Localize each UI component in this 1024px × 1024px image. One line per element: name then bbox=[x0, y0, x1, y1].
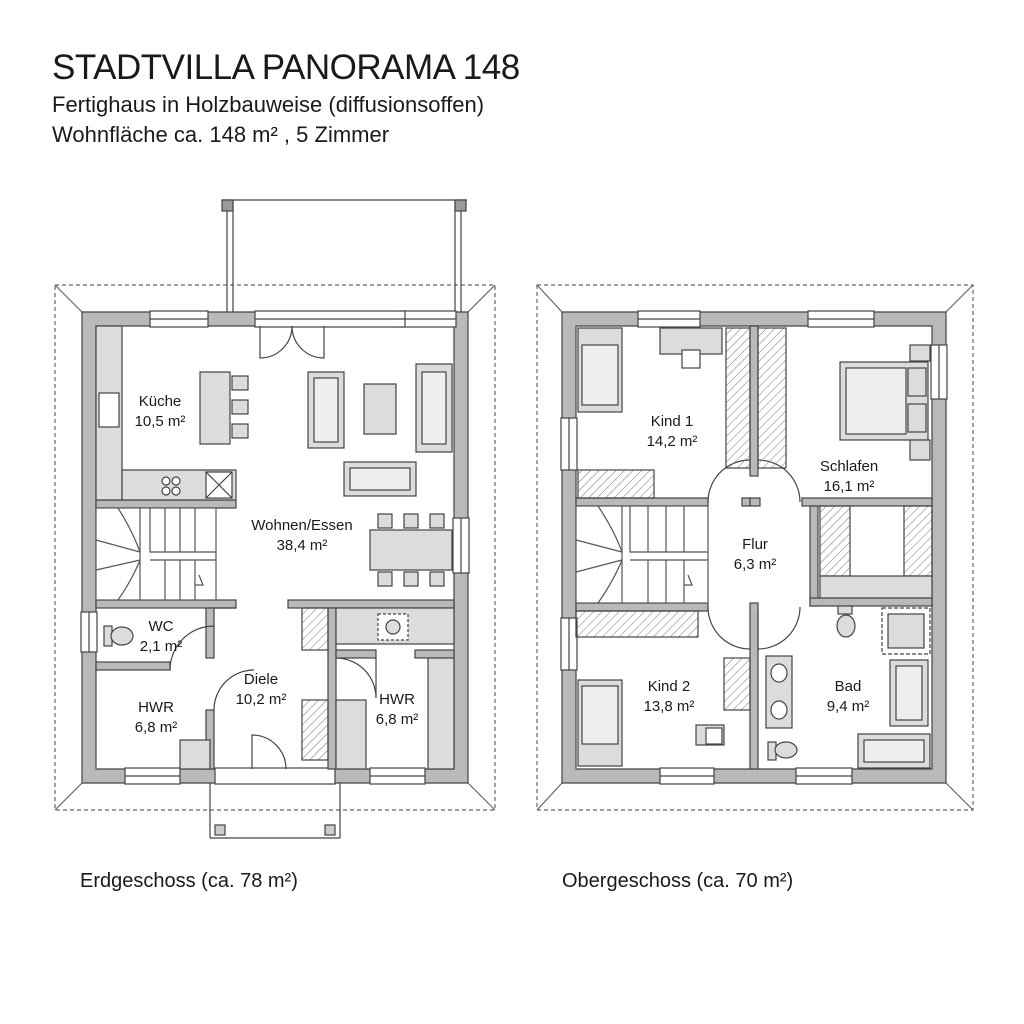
room-area-hwr-right: 6,8 m² bbox=[376, 711, 419, 728]
hwr-left-furniture bbox=[179, 739, 211, 770]
entrance-porch bbox=[209, 783, 341, 839]
room-area-hwr-left: 6,8 m² bbox=[135, 719, 178, 736]
room-name-diele: Diele bbox=[244, 671, 278, 688]
room-area-diele: 10,2 m² bbox=[236, 691, 287, 708]
room-area-flur: 6,3 m² bbox=[734, 556, 777, 573]
room-name-kind2: Kind 2 bbox=[648, 678, 691, 695]
caption-obergeschoss: Obergeschoss (ca. 70 m²) bbox=[562, 870, 794, 892]
room-area-kind2: 13,8 m² bbox=[644, 698, 695, 715]
room-area-kind1: 14,2 m² bbox=[647, 433, 698, 450]
staircase-og bbox=[575, 505, 709, 604]
room-name-flur: Flur bbox=[742, 536, 768, 553]
plan-title: STADTVILLA PANORAMA 148 bbox=[52, 48, 520, 87]
sofa-set bbox=[307, 363, 453, 497]
room-name-wohnen: Wohnen/Essen bbox=[251, 517, 352, 534]
room-name-hwr-left: HWR bbox=[138, 699, 174, 716]
roof-outline-eg bbox=[54, 284, 496, 811]
schlafen-furniture bbox=[757, 327, 931, 469]
room-area-wc: 2,1 m² bbox=[140, 638, 183, 655]
room-area-bad: 9,4 m² bbox=[827, 698, 870, 715]
room-name-kueche: Küche bbox=[139, 393, 182, 410]
room-area-wohnen: 38,4 m² bbox=[277, 537, 328, 554]
hwr-right-furniture bbox=[301, 607, 455, 770]
room-name-kind1: Kind 1 bbox=[651, 413, 694, 430]
ground-floor-plan bbox=[54, 199, 496, 839]
room-name-wc: WC bbox=[149, 618, 174, 635]
room-name-hwr-right: HWR bbox=[379, 691, 415, 708]
room-area-kueche: 10,5 m² bbox=[135, 413, 186, 430]
kitchen-counter bbox=[95, 325, 237, 501]
plan-subtitle: Fertighaus in Holzbauweise (diffusionsof… bbox=[52, 92, 485, 117]
upper-floor-plan bbox=[536, 284, 974, 811]
staircase-eg bbox=[95, 507, 217, 601]
room-name-schlafen: Schlafen bbox=[820, 458, 878, 475]
kind1-furniture bbox=[577, 327, 751, 499]
kitchen-island bbox=[199, 371, 249, 445]
room-area-schlafen: 16,1 m² bbox=[824, 478, 875, 495]
plan-living-area: Wohnfläche ca. 148 m² , 5 Zimmer bbox=[52, 122, 390, 147]
room-name-bad: Bad bbox=[835, 678, 862, 695]
wc-toilet-eg bbox=[103, 625, 134, 647]
caption-erdgeschoss: Erdgeschoss (ca. 78 m²) bbox=[80, 870, 298, 892]
terrace-pergola bbox=[221, 199, 467, 312]
flur-wardrobe bbox=[819, 505, 933, 599]
dining-table bbox=[369, 513, 453, 587]
front-door bbox=[214, 767, 336, 785]
bad-fixtures bbox=[765, 605, 931, 769]
roof-outline-og bbox=[536, 284, 974, 811]
kind2-furniture bbox=[575, 610, 751, 767]
